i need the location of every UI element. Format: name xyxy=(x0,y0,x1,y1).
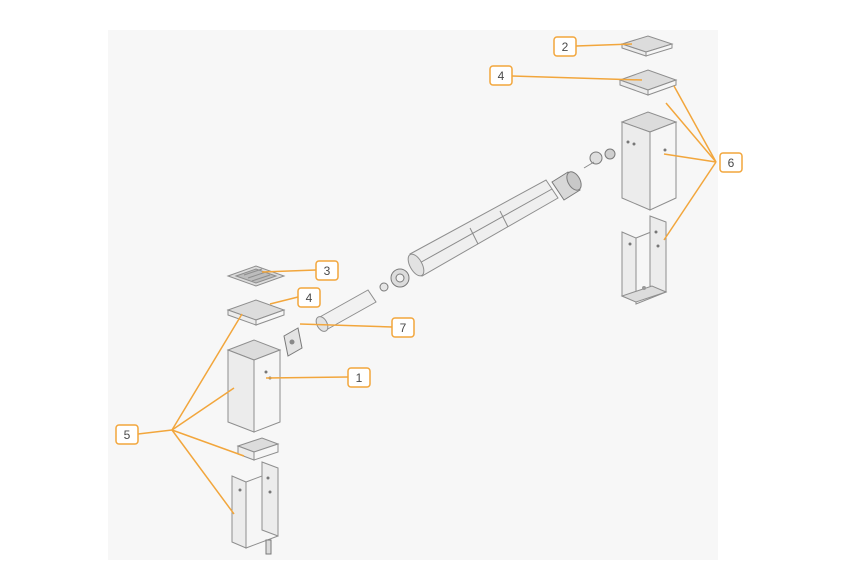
junction-box-left xyxy=(236,437,280,461)
svg-text:6: 6 xyxy=(728,156,735,170)
callout-6: 6 xyxy=(719,152,743,173)
svg-text:4: 4 xyxy=(498,69,505,83)
cover-plate-right xyxy=(618,69,678,96)
svg-text:7: 7 xyxy=(400,321,407,335)
svg-text:5: 5 xyxy=(124,428,131,442)
gear-coupler xyxy=(379,268,410,292)
callout-4-right: 4 xyxy=(489,65,513,86)
motor-mount-7 xyxy=(283,327,303,357)
callout-2: 2 xyxy=(553,36,577,57)
base-bracket-left xyxy=(231,461,279,555)
leader-lines xyxy=(137,43,717,515)
callout-4-left: 4 xyxy=(297,287,321,308)
svg-text:2: 2 xyxy=(562,40,569,54)
post-housing-right xyxy=(620,111,678,211)
end-flange-right xyxy=(583,148,616,169)
svg-text:3: 3 xyxy=(324,264,331,278)
diagram-backdrop xyxy=(108,30,718,560)
svg-text:1: 1 xyxy=(356,371,363,385)
callout-3: 3 xyxy=(315,260,339,281)
base-bracket-right xyxy=(620,215,668,305)
svg-text:4: 4 xyxy=(306,291,313,305)
callout-5: 5 xyxy=(115,424,139,445)
post-housing-left xyxy=(226,339,282,433)
cap-plate-top-right xyxy=(620,35,674,57)
callout-1: 1 xyxy=(347,367,371,388)
beam-tube xyxy=(407,179,559,277)
drive-coupling xyxy=(551,171,582,201)
callout-7: 7 xyxy=(391,317,415,338)
